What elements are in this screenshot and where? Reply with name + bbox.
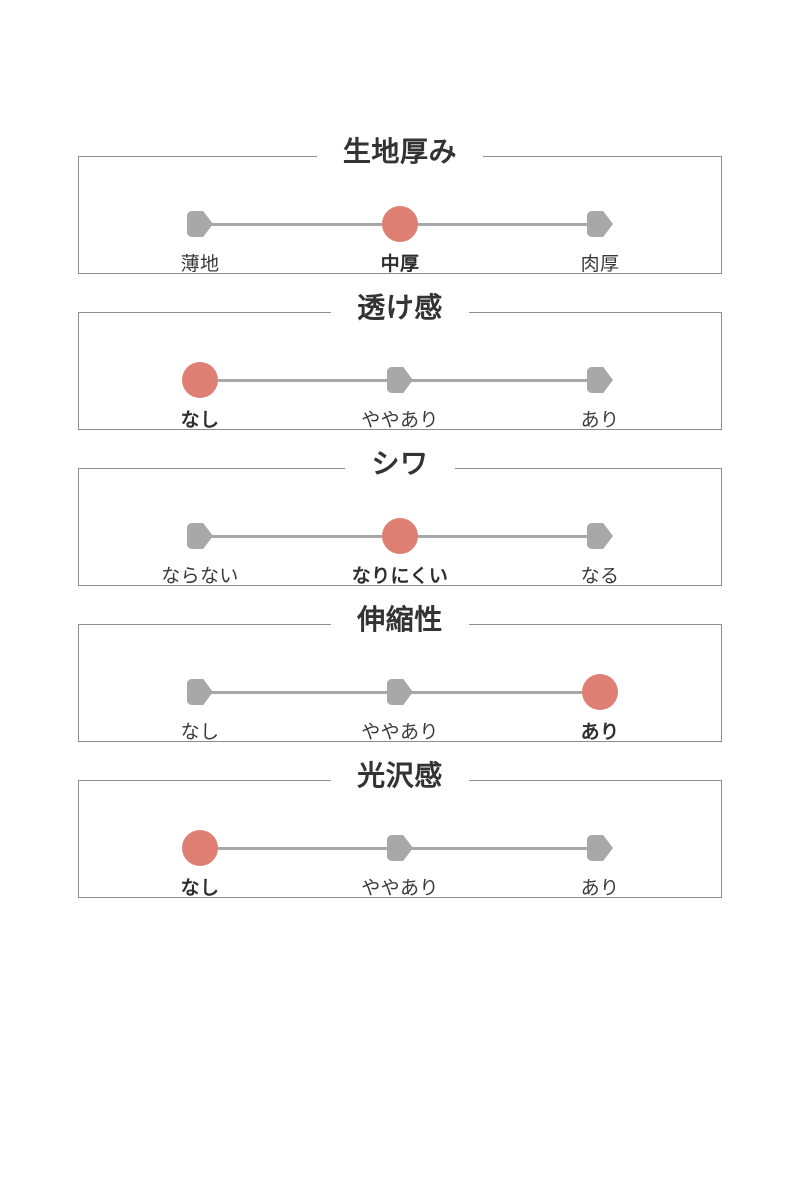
rating-scale: ならない なりにくい なる [161,513,619,587]
scale-stop-label: あり [580,877,620,899]
panel-frame: 生地厚み薄地 中厚 肉厚 [78,138,722,275]
panel-frame: シワならない なりにくい なる [78,450,722,587]
scale-stop-label: なし [180,877,220,899]
scale-stop-label: ややあり [361,877,439,899]
scale-stop-label: ややあり [361,409,439,431]
scale-marker-icon[interactable] [587,835,613,861]
active-marker-icon[interactable] [182,830,218,866]
panel-title-text: 伸縮性 [331,606,469,634]
scale-stop-label: なりにくい [351,565,449,587]
scale-marker-icon[interactable] [587,367,613,393]
scale-marker-icon[interactable] [187,523,213,549]
panel-frame: 光沢感なし ややあり あり [78,762,722,899]
scale-stop-label: 中厚 [380,253,420,275]
active-marker-icon[interactable] [382,206,418,242]
scale-stop-label: ならない [161,565,239,587]
scale-stop-label: 肉厚 [580,253,620,275]
panel-title: シワ [79,450,721,478]
spec-panel: 光沢感なし ややあり あり [78,762,722,899]
rating-scale: 薄地 中厚 肉厚 [181,201,619,275]
panel-title-text: シワ [345,450,455,478]
panel-title-text: 透け感 [331,294,469,322]
rating-scale: なし ややあり あり [181,357,619,431]
panel-frame: 透け感なし ややあり あり [78,294,722,431]
scale-marker-icon[interactable] [387,679,413,705]
scale-stop-label: なる [580,565,620,587]
spec-panel: 透け感なし ややあり あり [78,294,722,431]
scale-stop-label: あり [580,721,620,743]
panel-title: 伸縮性 [79,606,721,634]
scale-stop-label: あり [580,409,620,431]
spec-panel: 生地厚み薄地 中厚 肉厚 [78,138,722,275]
scale-marker-icon[interactable] [187,211,213,237]
panel-title-text: 生地厚み [316,138,484,166]
spec-panel: シワならない なりにくい なる [78,450,722,587]
panel-title-text: 光沢感 [331,762,469,790]
scale-stop-label: ややあり [361,721,439,743]
scale-marker-icon[interactable] [387,367,413,393]
rating-scale: なし ややあり あり [181,669,619,743]
panel-frame: 伸縮性なし ややあり あり [78,606,722,743]
active-marker-icon[interactable] [582,674,618,710]
panel-title: 透け感 [79,294,721,322]
scale-marker-icon[interactable] [187,679,213,705]
scale-stop-label: 薄地 [180,253,220,275]
panel-title: 生地厚み [79,138,721,166]
scale-stop-label: なし [180,409,220,431]
active-marker-icon[interactable] [382,518,418,554]
scale-marker-icon[interactable] [587,211,613,237]
rating-scale: なし ややあり あり [181,825,619,899]
spec-panel: 伸縮性なし ややあり あり [78,606,722,743]
scale-marker-icon[interactable] [587,523,613,549]
active-marker-icon[interactable] [182,362,218,398]
panel-title: 光沢感 [79,762,721,790]
scale-stop-label: なし [180,721,220,743]
scale-marker-icon[interactable] [387,835,413,861]
